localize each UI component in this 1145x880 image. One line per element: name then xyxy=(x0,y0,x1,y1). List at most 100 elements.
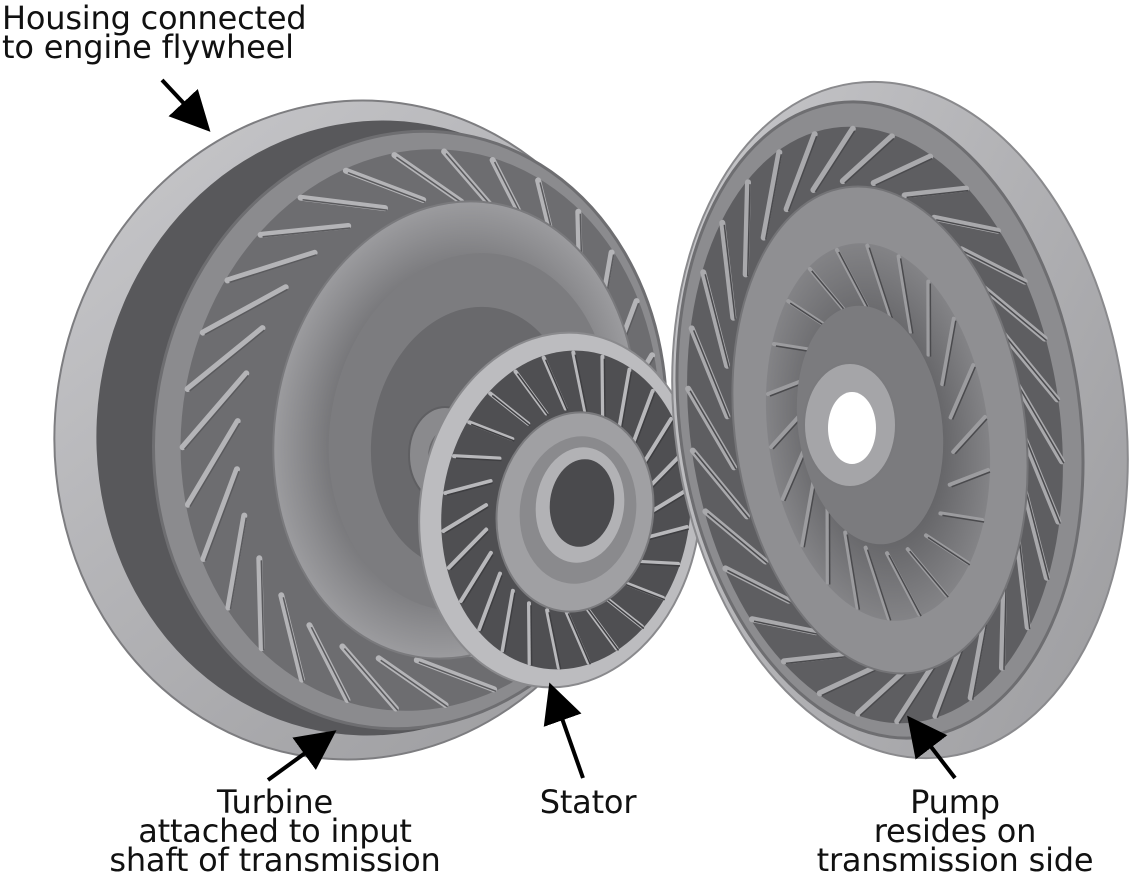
blade-edge xyxy=(516,373,549,416)
blade xyxy=(477,571,502,632)
blade-edge xyxy=(184,374,249,450)
blade xyxy=(947,468,990,487)
blade-edge xyxy=(647,490,691,518)
blade xyxy=(948,363,976,420)
blade xyxy=(843,530,860,610)
blade-edge xyxy=(909,550,949,598)
blade xyxy=(297,194,388,212)
blade xyxy=(780,651,849,665)
blade-edge xyxy=(450,530,489,571)
blade xyxy=(800,477,816,548)
blade xyxy=(780,444,808,501)
blade xyxy=(783,131,818,213)
turbine-label: Turbine attached to input shaft of trans… xyxy=(90,786,460,876)
blade-edge xyxy=(620,371,633,432)
blade xyxy=(443,479,493,495)
blade-edge xyxy=(704,274,730,368)
blade xyxy=(958,246,1028,285)
blade-edge xyxy=(868,247,894,319)
stator-label: Stator xyxy=(528,783,648,821)
blade-edge xyxy=(986,289,1048,342)
blade-edge xyxy=(693,330,731,419)
blade-edge xyxy=(723,224,737,320)
blade xyxy=(179,370,250,451)
blade xyxy=(816,664,880,697)
stator-label-line1: Stator xyxy=(539,783,637,821)
blade-edge xyxy=(204,288,289,336)
blade xyxy=(224,249,318,284)
blade-edge xyxy=(927,536,971,566)
blade-edge xyxy=(282,597,305,682)
blade xyxy=(342,167,427,203)
blade xyxy=(413,657,498,693)
blade-edge xyxy=(936,219,1001,234)
blade-edge xyxy=(753,620,818,635)
blade-edge xyxy=(603,358,606,419)
blade-edge xyxy=(418,661,497,693)
blade xyxy=(441,503,489,533)
blade xyxy=(885,551,922,617)
housing-label-line1: Housing connected xyxy=(2,0,307,37)
blade xyxy=(199,284,289,336)
blade-edge xyxy=(844,137,895,184)
blade xyxy=(225,512,248,611)
blade-edge xyxy=(229,517,248,610)
blade xyxy=(760,149,783,241)
blade-edge xyxy=(1024,486,1050,580)
blade xyxy=(810,125,856,193)
blade-edge xyxy=(689,390,737,470)
blade-edge xyxy=(260,560,265,651)
blade-edge xyxy=(343,648,399,711)
blade xyxy=(257,223,352,238)
blade xyxy=(459,550,493,603)
blade xyxy=(863,545,891,621)
blade-edge xyxy=(643,528,689,542)
blade-edge xyxy=(954,418,988,455)
turbine-label-line2: attached to input xyxy=(138,812,412,850)
blade xyxy=(639,417,673,470)
blade xyxy=(256,555,265,652)
blade-edge xyxy=(470,423,515,442)
blade-edge xyxy=(455,457,502,462)
blade-edge xyxy=(567,613,591,665)
blade-edge xyxy=(204,470,240,562)
blade-edge xyxy=(814,130,856,193)
blade xyxy=(527,601,532,666)
blade xyxy=(617,579,665,600)
blade-edge xyxy=(574,354,588,412)
blade xyxy=(278,592,305,683)
blade-edge xyxy=(480,575,503,632)
blade-edge xyxy=(503,592,516,653)
blade xyxy=(719,219,737,321)
blade-edge xyxy=(971,614,990,700)
blade-edge xyxy=(462,554,494,604)
blade-edge xyxy=(846,534,861,610)
blade xyxy=(200,466,240,562)
blade xyxy=(839,133,895,185)
blade-edge xyxy=(838,251,872,314)
blade xyxy=(870,153,934,186)
housing-label-line2: to engine flywheel xyxy=(2,28,294,66)
arrow-housing xyxy=(160,78,211,132)
blade-edge xyxy=(605,597,645,630)
blade xyxy=(688,325,731,420)
arrow-stator xyxy=(543,682,585,779)
blade xyxy=(931,214,1001,234)
blade-edge xyxy=(694,452,750,519)
blade-edge xyxy=(189,329,265,392)
blade xyxy=(630,388,655,449)
blade-edge xyxy=(621,582,666,601)
blade-edge xyxy=(943,320,957,387)
blade xyxy=(446,527,489,570)
callout-arrows xyxy=(160,78,957,782)
blade-edge xyxy=(1023,435,1061,524)
blade-edge xyxy=(951,366,976,420)
blade-edge xyxy=(530,605,533,666)
blade xyxy=(571,350,587,412)
blade xyxy=(564,609,591,665)
blade xyxy=(184,325,266,392)
blade-edge xyxy=(764,154,783,240)
housing-label: Housing connected to engine flywheel xyxy=(2,0,307,66)
blade-edge xyxy=(587,608,620,651)
blade-edge xyxy=(866,549,892,621)
